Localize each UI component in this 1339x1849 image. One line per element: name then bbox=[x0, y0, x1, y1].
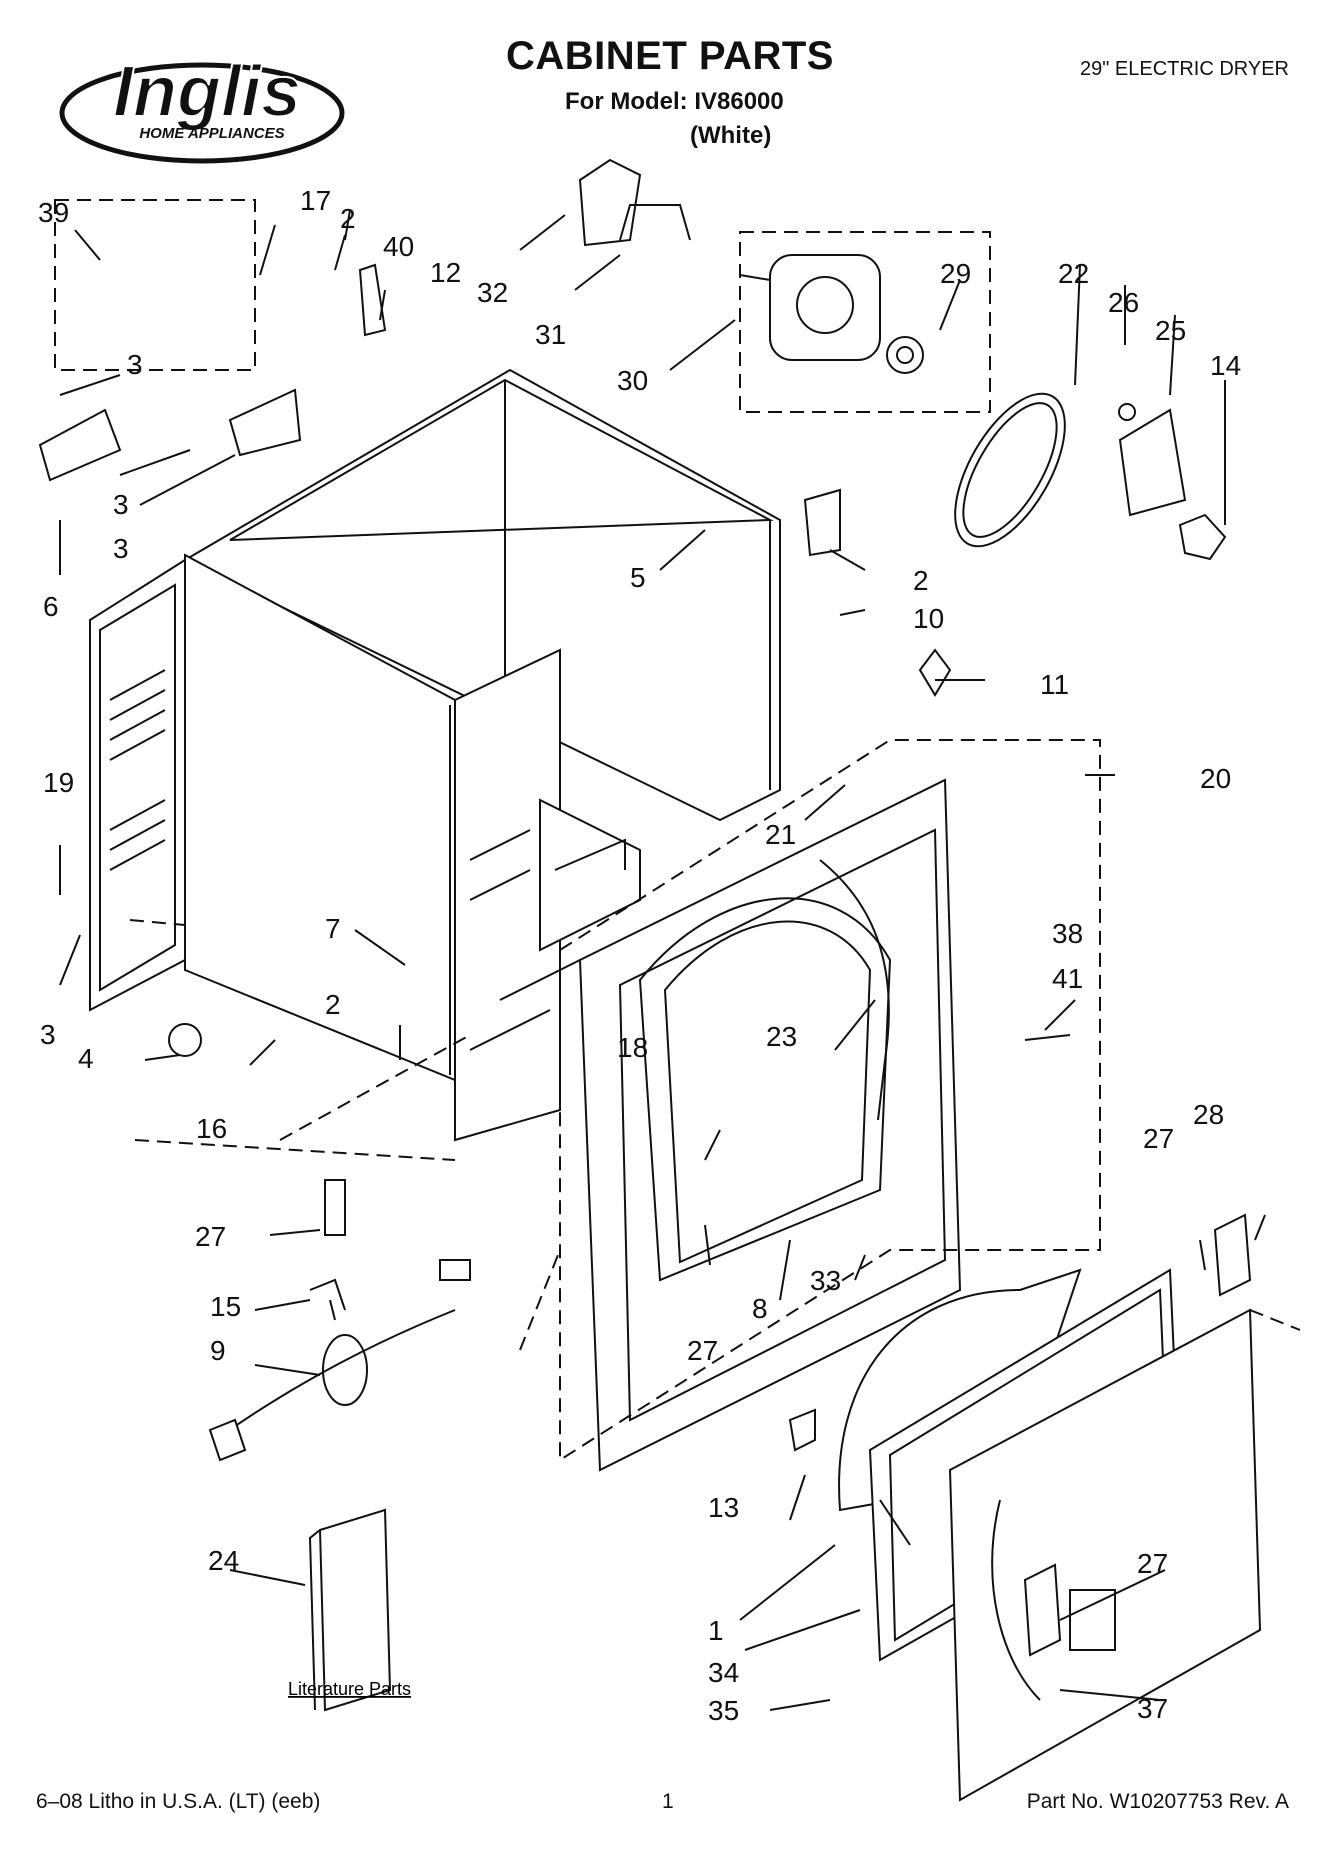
callout-35: 34 bbox=[708, 1657, 739, 1688]
product-type: 29" ELECTRIC DRYER bbox=[1079, 58, 1289, 80]
callout-19: 21 bbox=[765, 819, 796, 850]
callout-16: 4 bbox=[78, 1043, 94, 1074]
callout-27b: 28 bbox=[1193, 1099, 1224, 1130]
callout-2c: 7 bbox=[325, 913, 341, 944]
callout-8: 9 bbox=[210, 1335, 226, 1366]
cabinet-body bbox=[89, 368, 781, 1142]
callout-24: 13 bbox=[708, 1492, 739, 1523]
callout-28: 27 bbox=[1143, 1123, 1174, 1154]
callout-40: 40 bbox=[383, 231, 414, 262]
brand-logo: Inglis HOME APPLIANCES bbox=[52, 38, 352, 168]
front-panel bbox=[559, 739, 1101, 1472]
callout-38: 23 bbox=[766, 1021, 797, 1052]
belt-and-idler bbox=[578, 158, 1227, 561]
callout-15: 27 bbox=[195, 1221, 226, 1252]
door-assembly bbox=[838, 1268, 1301, 1802]
callout-26: 26 bbox=[1108, 287, 1139, 318]
callout-17: 17 bbox=[300, 185, 331, 216]
callout-20: 11 bbox=[1040, 669, 1069, 700]
callout-14: 14 bbox=[1210, 350, 1241, 381]
callout-37: 27 bbox=[1137, 1548, 1168, 1579]
callout-34: 1 bbox=[708, 1615, 724, 1646]
callout-27d: 35 bbox=[708, 1695, 739, 1726]
callout-3b: 3 bbox=[113, 489, 129, 520]
model-number: For Model: IV86000 bbox=[565, 88, 784, 115]
callout-3a: 3 bbox=[127, 349, 143, 380]
callout-2b: 5 bbox=[630, 562, 646, 593]
callout-32: 32 bbox=[477, 277, 508, 308]
callout-22: 22 bbox=[1058, 258, 1089, 289]
callout-6: 3 bbox=[113, 533, 129, 564]
callout-4: 2 bbox=[325, 989, 341, 1020]
callout-39: 39 bbox=[38, 197, 69, 228]
page-title: CABINET PARTS bbox=[506, 34, 834, 78]
callout-11: 10 bbox=[913, 603, 944, 634]
callout-numbers: 39 17 2 40 12 32 31 30 29 22 26 25 14 3 … bbox=[38, 185, 1241, 1726]
callout-27a: 41 bbox=[1052, 963, 1083, 994]
callout-21: 20 bbox=[1200, 763, 1231, 794]
brand-logo-tagline: HOME APPLIANCES bbox=[139, 125, 284, 142]
callout-36: 37 bbox=[1137, 1693, 1168, 1724]
callout-13: 27 bbox=[687, 1335, 718, 1366]
brand-logo-wordmark: Inglis bbox=[113, 52, 301, 132]
callout-7: 3 bbox=[40, 1019, 56, 1050]
callout-1: 24 bbox=[208, 1545, 239, 1576]
callout-25: 25 bbox=[1155, 315, 1186, 346]
callout-33: 8 bbox=[752, 1293, 768, 1324]
leader-lines bbox=[59, 209, 1266, 1711]
callout-3c: 19 bbox=[43, 767, 74, 798]
callout-12: 12 bbox=[430, 257, 461, 288]
callout-23: 18 bbox=[617, 1032, 648, 1063]
footer-page-number: 1 bbox=[662, 1790, 674, 1813]
callout-5: 6 bbox=[43, 591, 59, 622]
callout-9: 15 bbox=[210, 1291, 241, 1322]
footer-part-number: Part No. W10207753 Rev. A bbox=[1026, 1790, 1289, 1813]
footer-print-info: 6–08 Litho in U.S.A. (LT) (eeb) bbox=[36, 1790, 321, 1813]
drive-motor bbox=[739, 231, 991, 413]
callout-2a: 2 bbox=[340, 203, 356, 234]
callout-31: 31 bbox=[535, 319, 566, 350]
callout-18: 16 bbox=[196, 1113, 227, 1144]
literature-parts-caption: Literature Parts bbox=[288, 1679, 411, 1699]
callout-10: 2 bbox=[913, 565, 929, 596]
callout-27c: 33 bbox=[810, 1265, 841, 1296]
callout-29: 29 bbox=[940, 258, 971, 289]
model-color: (White) bbox=[690, 122, 772, 149]
callout-41: 38 bbox=[1052, 918, 1083, 949]
small-parts bbox=[38, 199, 1252, 1712]
callout-30: 30 bbox=[617, 365, 648, 396]
